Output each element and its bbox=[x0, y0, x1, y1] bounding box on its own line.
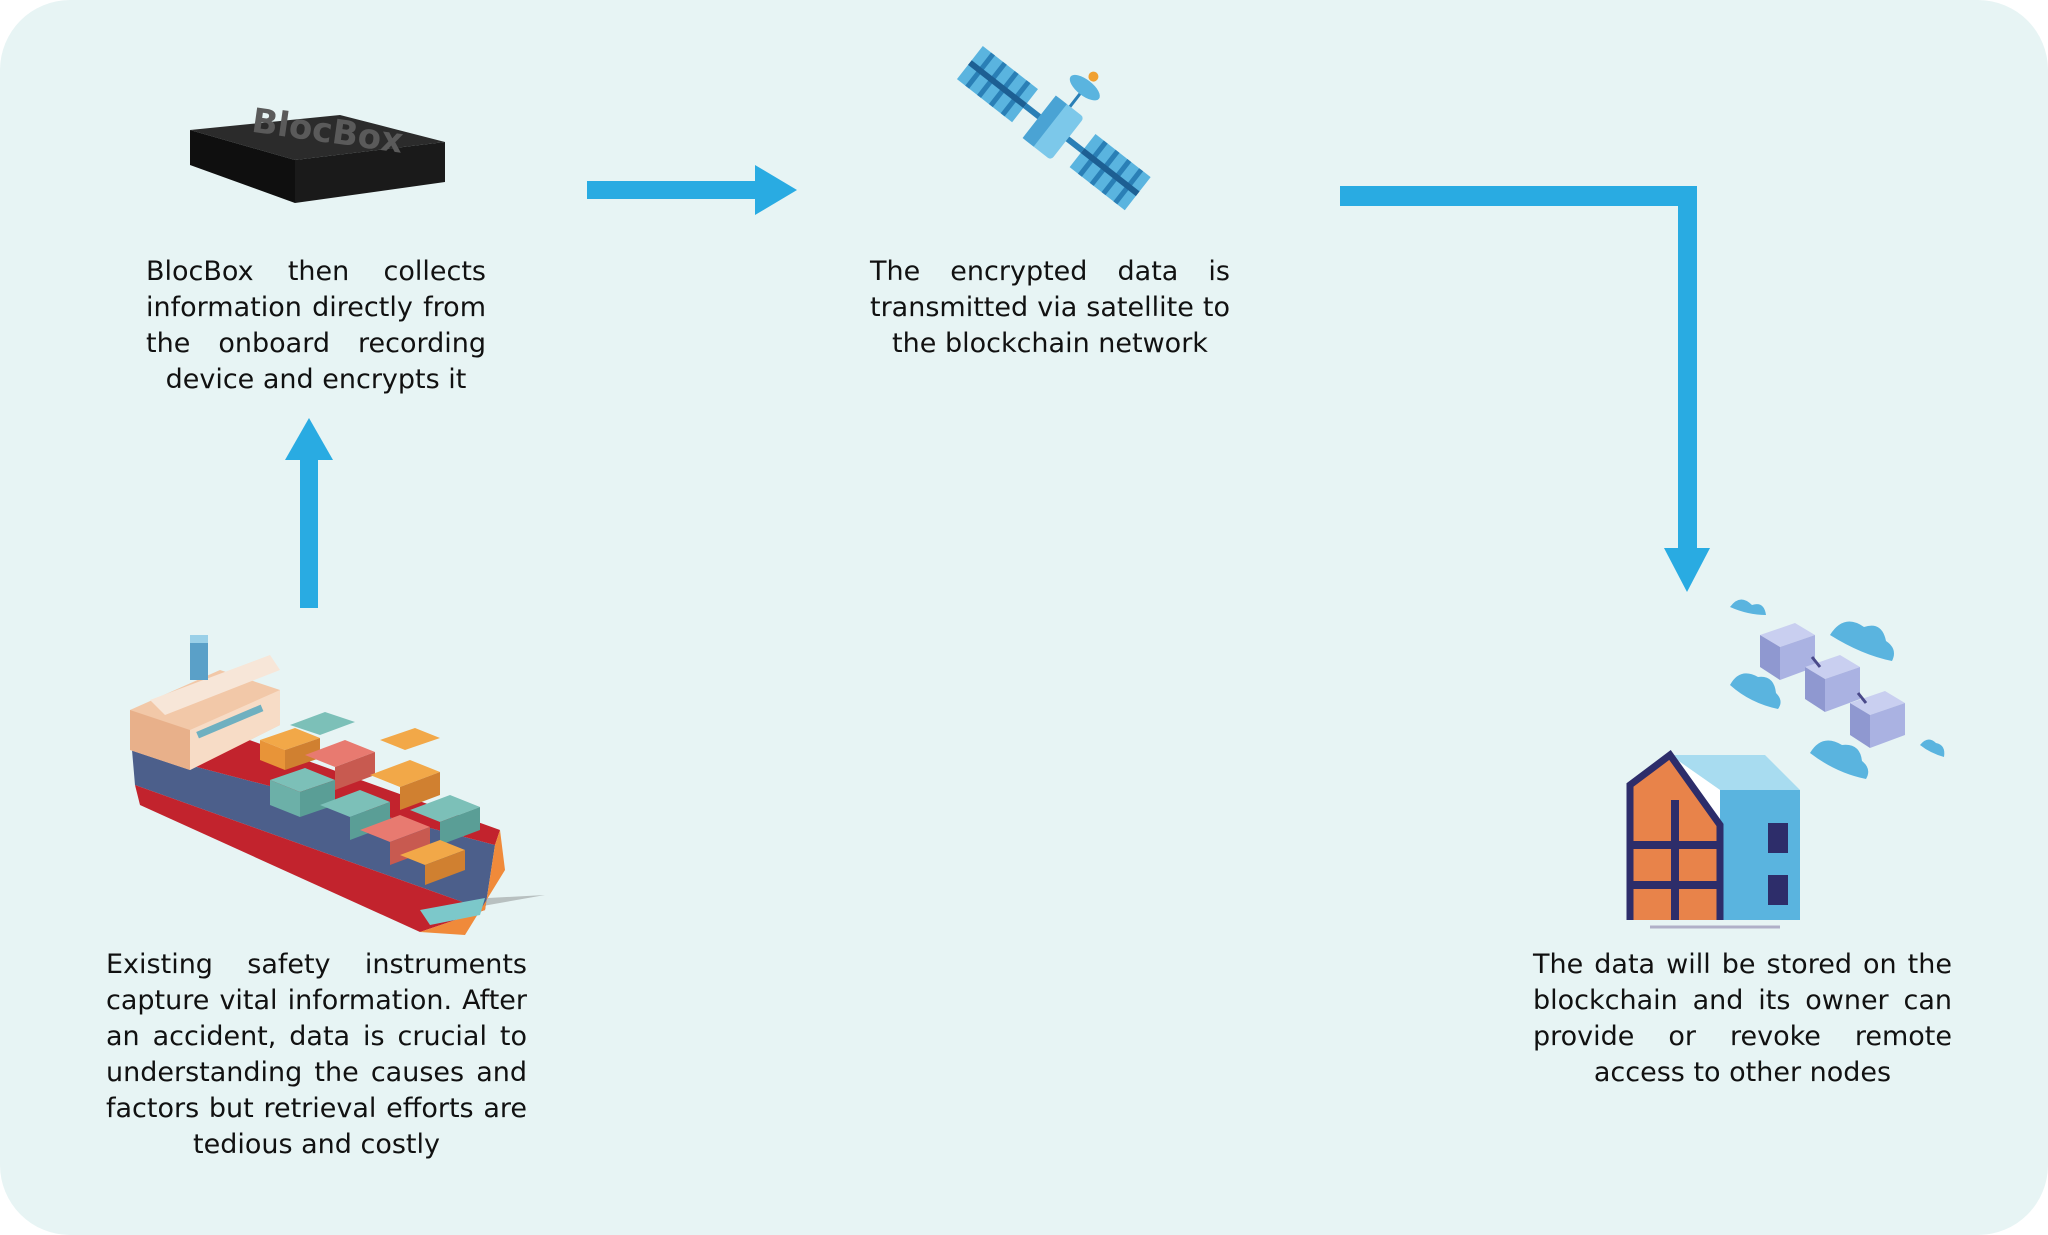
blocbox-device-icon: BlocBox bbox=[190, 101, 445, 203]
satellite-icon bbox=[956, 46, 1151, 211]
ship-caption: Existing safety instruments capture vita… bbox=[106, 949, 527, 1160]
container-ship-icon bbox=[130, 635, 545, 935]
arrow-up-ship-to-blocbox bbox=[285, 418, 333, 608]
arrow-elbow-satellite-to-storage bbox=[1340, 186, 1710, 592]
blocbox-caption: BlocBox then collects information direct… bbox=[146, 256, 486, 395]
storage-caption: The data will be stored on the blockchai… bbox=[1533, 949, 1952, 1088]
satellite-caption: The encrypted data is transmitted via sa… bbox=[870, 256, 1230, 359]
blockchain-cloud-house-icon bbox=[1626, 599, 1945, 929]
arrow-right-blocbox-to-satellite bbox=[587, 165, 797, 215]
